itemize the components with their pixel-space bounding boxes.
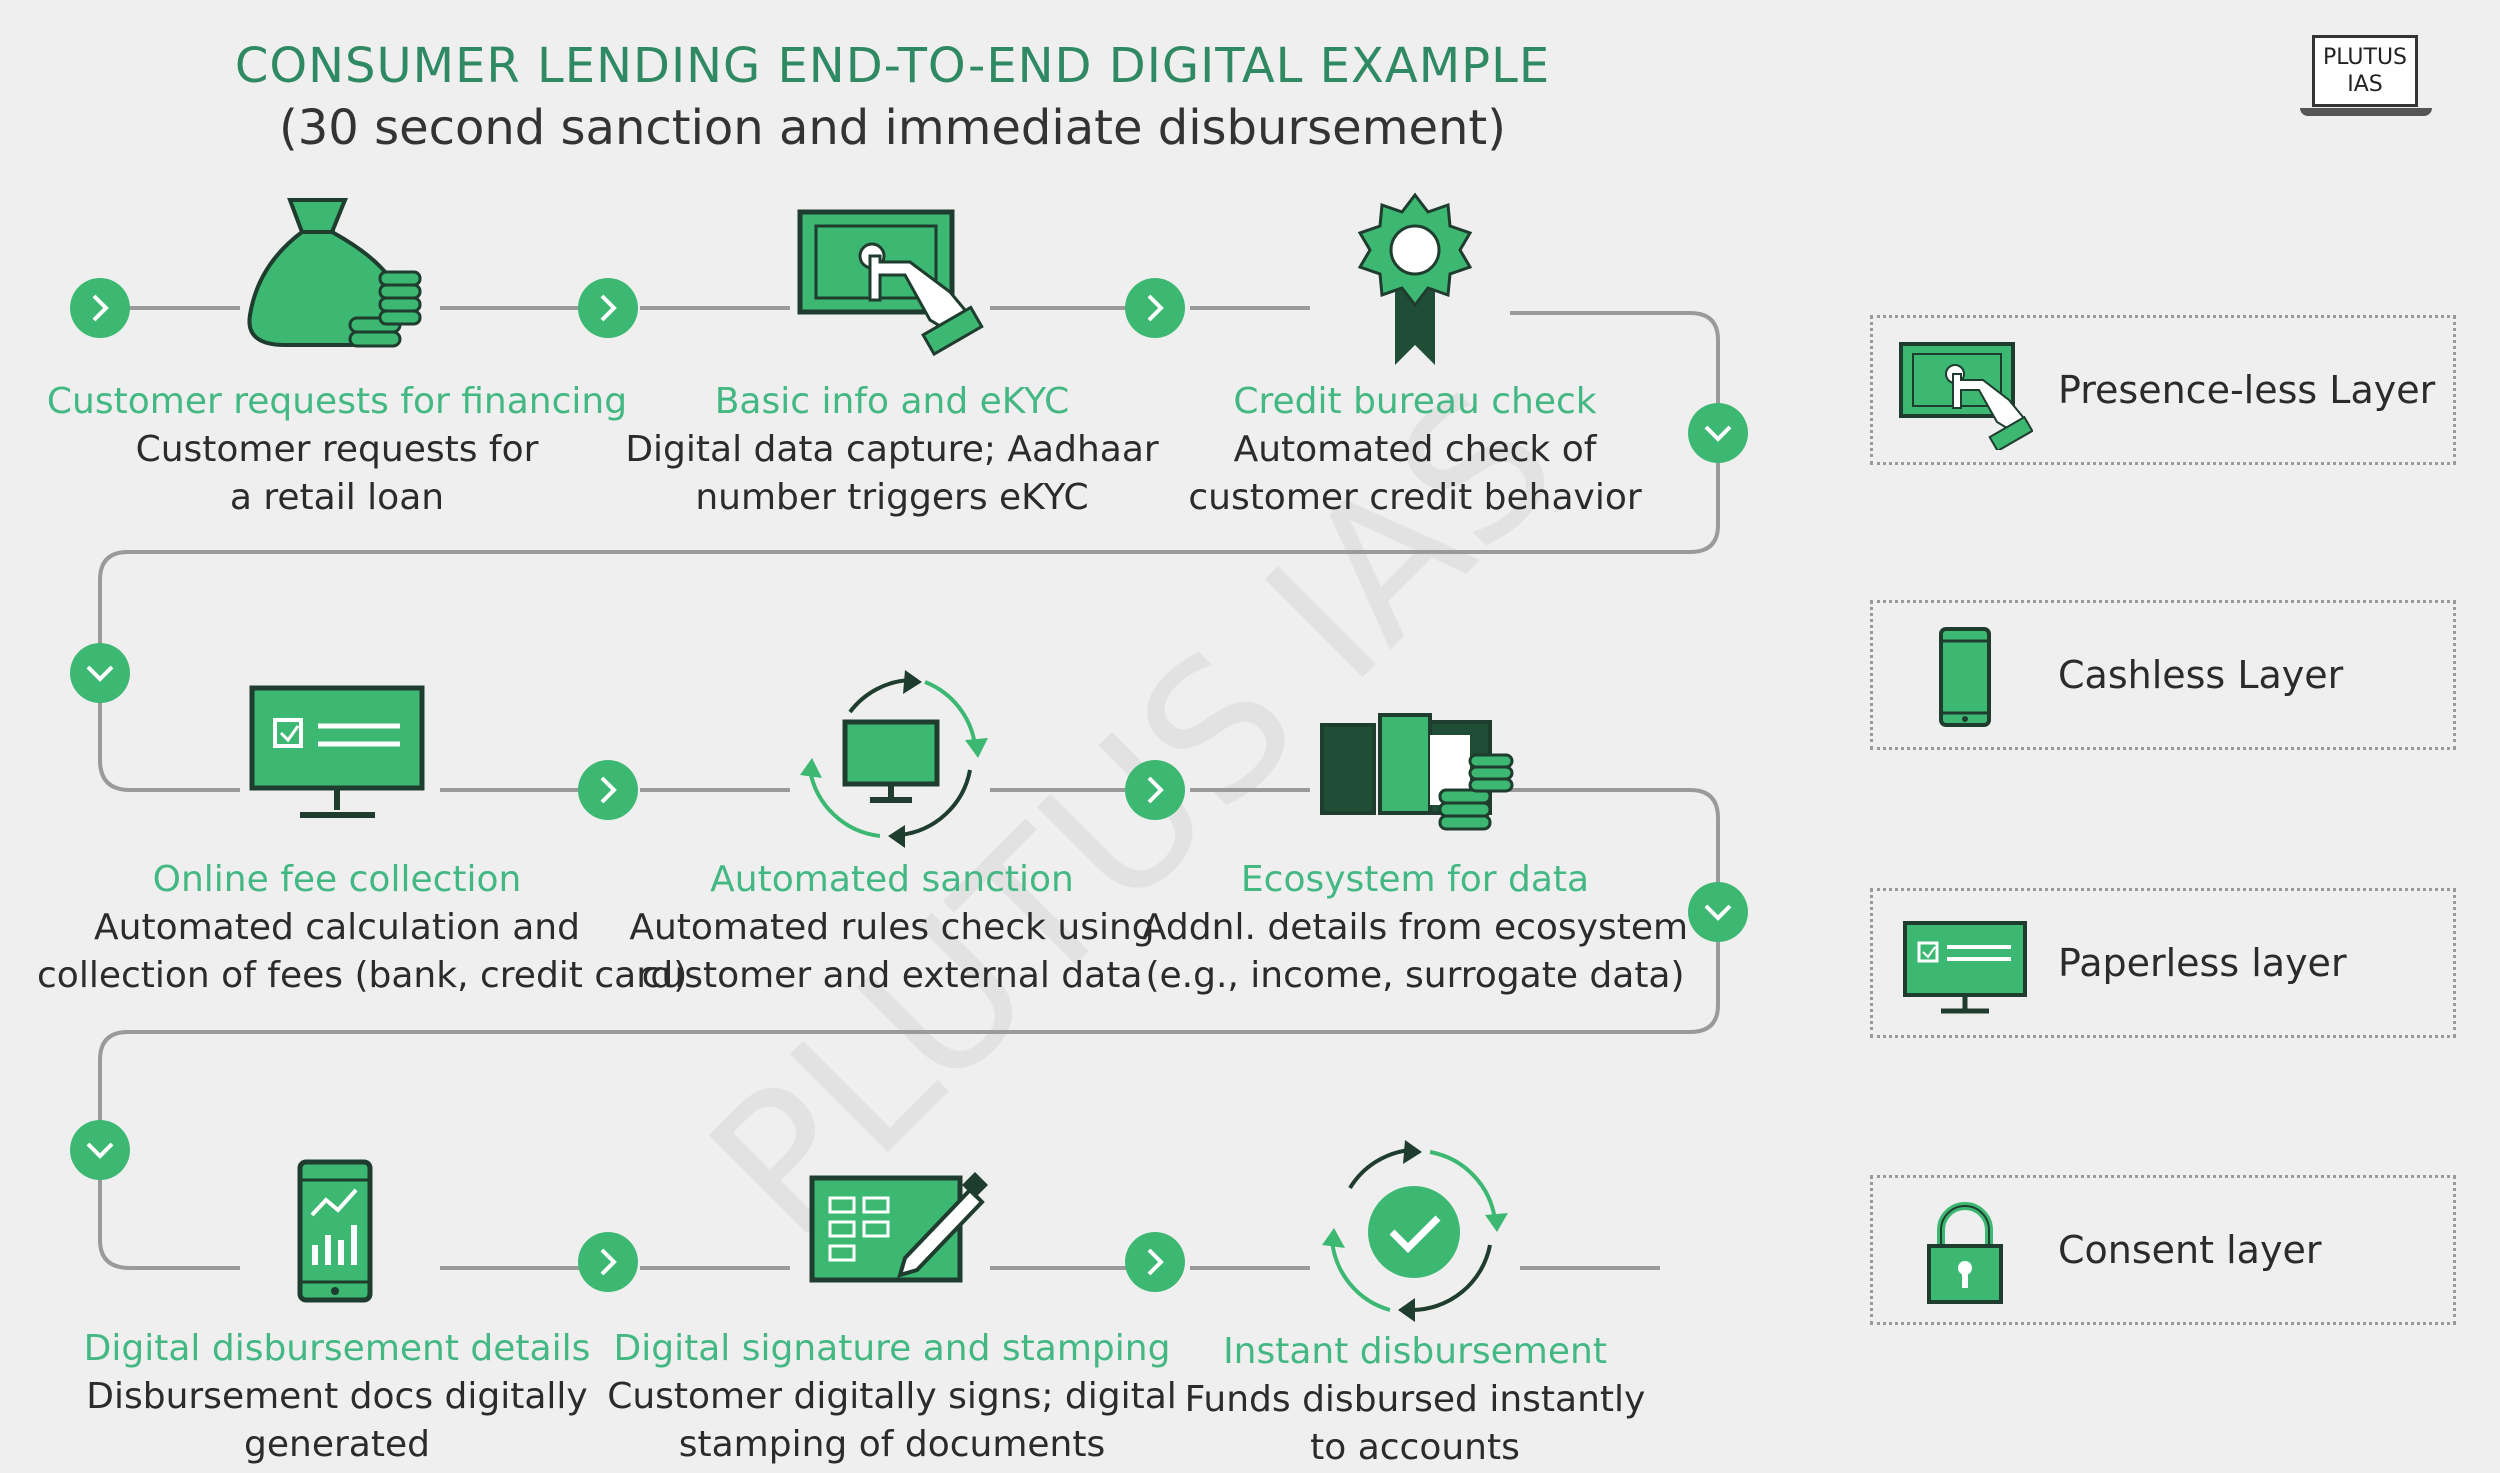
step-instant-disbursement: Instant disbursement Funds disbursed ins… [1115,1328,1715,1472]
touch-screen-icon [797,209,984,357]
legend-label: Paperless layer [2058,941,2347,985]
step-heading: Credit bureau check [1233,381,1597,422]
legend-presence-less-layer: Presence-less Layer [1870,315,2456,465]
step-description: Funds disbursed instantly [1184,1379,1646,1420]
mobile-phone-icon [1939,627,1991,727]
step-description: Digital data capture; Aadhaar [625,429,1159,470]
monitor-form-icon [1903,921,2027,1014]
phone-chart-icon [297,1159,373,1303]
chevron-right-icon [578,760,638,820]
step-description: Customer requests for [135,429,539,470]
chevron-down-icon [70,643,130,703]
step-description: Disbursement docs digitally [86,1376,588,1417]
step-description: customer credit behavior [1188,477,1642,518]
chevron-down-icon [70,1120,130,1180]
pen-tablet-icon [809,1172,988,1283]
chevron-right-icon [1125,760,1185,820]
step-description: number triggers eKYC [695,477,1089,518]
touch-screen-icon [1899,342,2033,450]
check-cycle-icon [1322,1140,1508,1322]
step-description: Customer digitally signs; digital [607,1376,1177,1417]
step-description: stamping of documents [678,1424,1106,1465]
step-credit-bureau-check: Credit bureau check Automated check of c… [1115,378,1715,522]
chevron-right-icon [70,278,130,338]
connector-lines [98,306,1720,1270]
chevron-down-icon [1688,403,1748,463]
chevron-right-icon [1125,278,1185,338]
step-heading: Digital disbursement details [83,1328,591,1369]
step-ecosystem-for-data: Ecosystem for data Addnl. details from e… [1115,856,1715,1000]
step-heading: Instant disbursement [1223,1331,1607,1372]
legend-paperless-layer: Paperless layer [1870,888,2456,1038]
step-digital-signature-stamping: Digital signature and stamping Customer … [592,1325,1192,1469]
page-title: CONSUMER LENDING END-TO-END DIGITAL EXAM… [234,38,1551,94]
cash-coins-icon [1320,713,1514,831]
legend-label: Consent layer [2058,1228,2322,1272]
page-subtitle: (30 second sanction and immediate disbur… [279,100,1506,156]
plutus-ias-logo: PLUTUS IAS [2312,35,2418,107]
step-heading: Basic info and eKYC [714,381,1070,422]
step-description: collection of fees (bank, credit card) [37,955,688,996]
step-online-fee-collection: Online fee collection Automated calculat… [37,856,688,1000]
legend-label: Presence-less Layer [2058,368,2436,412]
step-description: Automated rules check using [629,907,1155,948]
step-heading: Automated sanction [710,859,1074,900]
step-customer-request: Customer requests for financing Customer… [37,378,637,522]
step-automated-sanction: Automated sanction Automated rules check… [592,856,1192,1000]
award-badge-icon [1357,192,1473,365]
padlock-icon [1927,1202,2003,1304]
step-heading: Online fee collection [152,859,522,900]
chevron-right-icon [1125,1232,1185,1292]
step-description: Addnl. details from ecosystem [1141,907,1689,948]
money-bag-icon [247,198,422,348]
chevron-right-icon [578,278,638,338]
legend-label: Cashless Layer [2058,653,2344,697]
legend-cashless-layer: Cashless Layer [1870,600,2456,750]
logo-line-1: PLUTUS [2322,45,2408,70]
step-heading: Ecosystem for data [1240,859,1590,900]
step-description: generated [244,1424,430,1465]
cycle-monitor-icon [800,670,988,848]
step-description: Automated calculation and [94,907,580,948]
step-description: a retail loan [229,477,445,518]
step-description: to accounts [1310,1427,1520,1468]
chevron-down-icon [1688,882,1748,942]
logo-line-2: IAS [2347,72,2383,97]
step-digital-disbursement-details: Digital disbursement details Disbursemen… [37,1325,637,1469]
step-basic-info-ekyc: Basic info and eKYC Digital data capture… [592,378,1192,522]
monitor-form-icon [249,685,425,818]
step-heading: Customer requests for financing [46,381,628,422]
legend-consent-layer: Consent layer [1870,1175,2456,1325]
logo-laptop-base [2300,108,2432,116]
step-description: (e.g., income, surrogate data) [1145,955,1685,996]
step-heading: Digital signature and stamping [613,1328,1171,1369]
step-description: customer and external data [641,955,1143,996]
chevron-right-icon [578,1232,638,1292]
step-description: Automated check of [1233,429,1597,470]
